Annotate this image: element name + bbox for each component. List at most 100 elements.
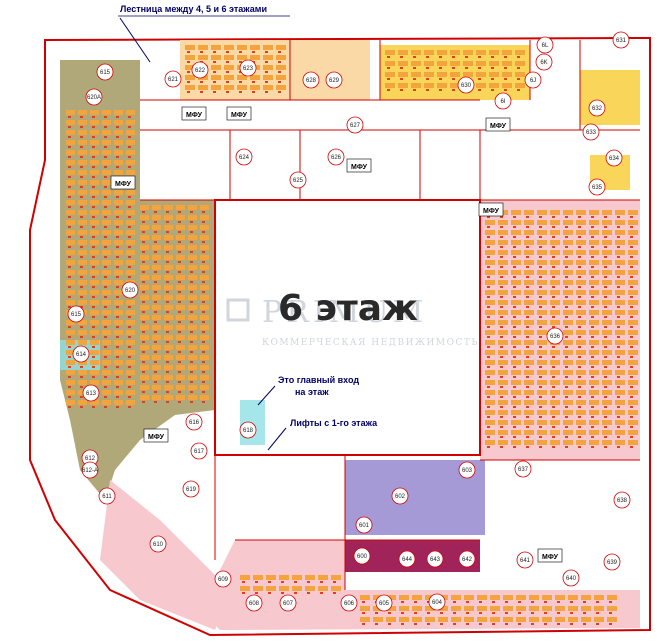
chair bbox=[142, 341, 145, 343]
desk bbox=[485, 250, 495, 255]
desk bbox=[485, 320, 495, 325]
chair bbox=[116, 276, 119, 278]
chair bbox=[513, 256, 516, 258]
desk bbox=[576, 370, 586, 375]
chair bbox=[104, 116, 107, 118]
desk bbox=[568, 617, 578, 622]
desk bbox=[615, 230, 625, 235]
desk bbox=[412, 606, 422, 611]
chair bbox=[128, 206, 131, 208]
chair bbox=[190, 221, 193, 223]
desk bbox=[102, 220, 111, 225]
desk bbox=[78, 320, 87, 325]
desk bbox=[140, 365, 149, 370]
chair bbox=[128, 356, 131, 358]
room-number: 612-А bbox=[82, 468, 98, 474]
chair bbox=[526, 306, 529, 308]
room-number: 642 bbox=[462, 557, 473, 563]
desk bbox=[607, 617, 617, 622]
desk bbox=[576, 220, 586, 225]
desk bbox=[589, 270, 599, 275]
desk bbox=[176, 365, 185, 370]
desk bbox=[615, 380, 625, 385]
chair bbox=[531, 623, 534, 625]
chair bbox=[552, 386, 555, 388]
chair bbox=[500, 346, 503, 348]
chair bbox=[116, 136, 119, 138]
chair bbox=[487, 376, 490, 378]
chair bbox=[526, 416, 529, 418]
desk bbox=[188, 375, 197, 380]
chair bbox=[591, 436, 594, 438]
room-circle bbox=[164, 70, 182, 88]
chair bbox=[630, 416, 633, 418]
desk bbox=[602, 240, 612, 245]
chair bbox=[487, 236, 490, 238]
desk bbox=[200, 255, 209, 260]
desk bbox=[188, 335, 197, 340]
chair bbox=[154, 261, 157, 263]
desk bbox=[502, 83, 512, 88]
desk bbox=[589, 210, 599, 215]
chair bbox=[539, 276, 542, 278]
chair bbox=[500, 436, 503, 438]
desk bbox=[576, 390, 586, 395]
desk bbox=[424, 61, 434, 66]
desk bbox=[140, 275, 149, 280]
chair bbox=[178, 281, 181, 283]
desk bbox=[126, 270, 135, 275]
desk bbox=[188, 385, 197, 390]
desk bbox=[164, 335, 173, 340]
chair bbox=[92, 116, 95, 118]
desk bbox=[200, 235, 209, 240]
room-label: 622 bbox=[191, 61, 209, 79]
chair bbox=[68, 116, 71, 118]
chair bbox=[104, 356, 107, 358]
desk bbox=[152, 235, 161, 240]
desk bbox=[126, 250, 135, 255]
chair bbox=[630, 296, 633, 298]
desk bbox=[576, 270, 586, 275]
desk bbox=[224, 85, 234, 90]
desk bbox=[615, 370, 625, 375]
desk bbox=[78, 340, 87, 345]
chair bbox=[104, 256, 107, 258]
chair bbox=[68, 326, 71, 328]
chair bbox=[526, 216, 529, 218]
chair bbox=[570, 612, 573, 614]
desk bbox=[102, 270, 111, 275]
desk bbox=[188, 215, 197, 220]
desk bbox=[537, 360, 547, 365]
desk bbox=[489, 72, 499, 77]
desk bbox=[398, 50, 408, 55]
chair bbox=[539, 296, 542, 298]
desk bbox=[240, 575, 250, 580]
desk bbox=[66, 130, 75, 135]
chair bbox=[591, 406, 594, 408]
desk bbox=[140, 395, 149, 400]
chair bbox=[552, 346, 555, 348]
desk bbox=[489, 50, 499, 55]
room-circle bbox=[190, 442, 208, 460]
watermark-logo-mark bbox=[226, 298, 250, 322]
desk bbox=[524, 310, 534, 315]
desk bbox=[602, 330, 612, 335]
desk bbox=[188, 235, 197, 240]
desk bbox=[463, 61, 473, 66]
chair bbox=[487, 346, 490, 348]
desk bbox=[628, 420, 638, 425]
chair bbox=[400, 67, 403, 69]
desk bbox=[90, 240, 99, 245]
chair bbox=[104, 266, 107, 268]
room-circle bbox=[191, 61, 209, 79]
desk bbox=[511, 370, 521, 375]
chair bbox=[128, 366, 131, 368]
chair bbox=[596, 623, 599, 625]
desk bbox=[78, 190, 87, 195]
chair bbox=[166, 341, 169, 343]
stairs-annotation: Лестница между 4, 5 и 6 этажами bbox=[120, 4, 267, 14]
desk bbox=[411, 83, 421, 88]
chair bbox=[578, 276, 581, 278]
desk bbox=[576, 360, 586, 365]
desk bbox=[563, 410, 573, 415]
